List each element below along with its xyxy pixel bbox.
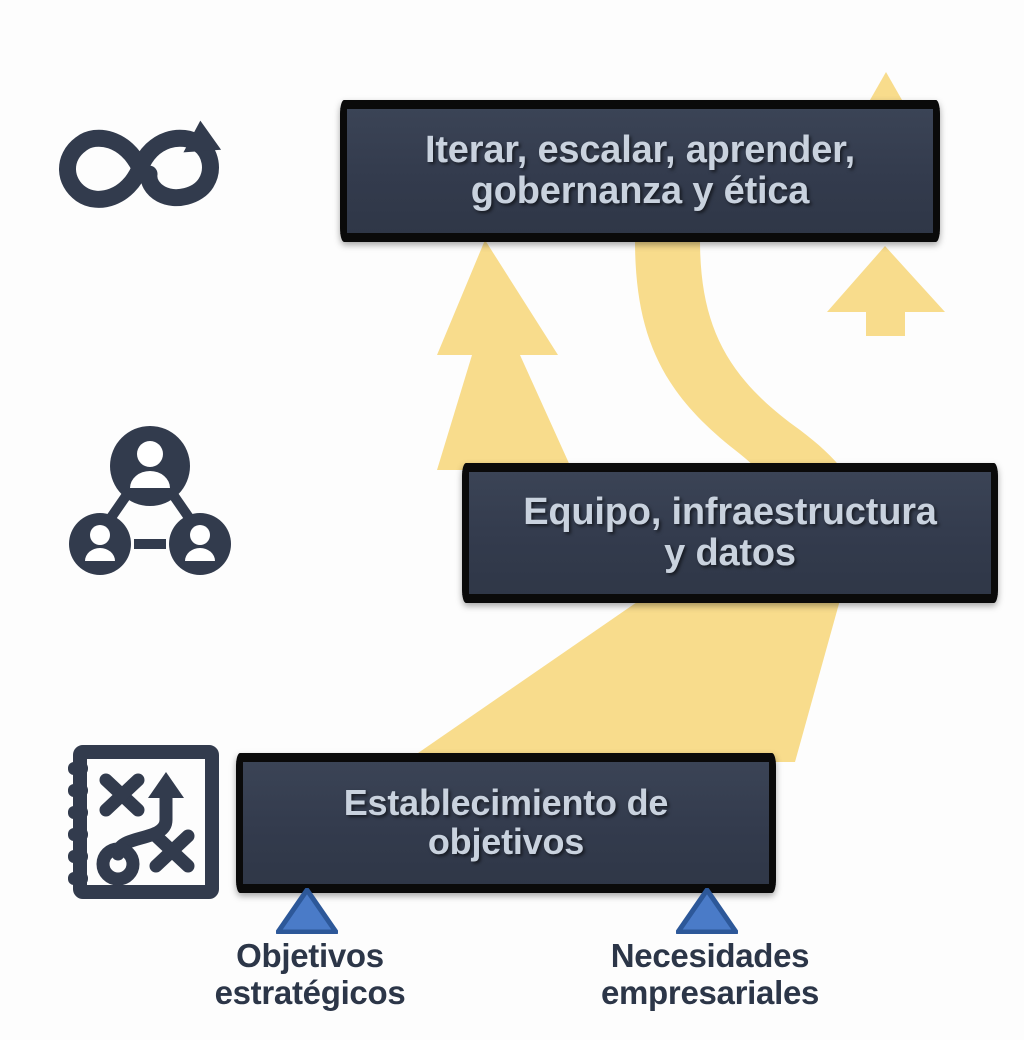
level-banner-middle[interactable]: Equipo, infraestructura y datos [462, 463, 998, 603]
input-marker-left-triangle [276, 888, 338, 934]
input-marker-right-triangle [676, 888, 738, 934]
playbook-frame [73, 745, 219, 899]
level-banner-top-line2: gobernanza y ética [470, 170, 810, 212]
level-banner-bottom-text: Establecimiento de objetivos [334, 784, 679, 861]
flow-top-arrow-tip [870, 72, 902, 100]
flow-top-out-arrow [827, 246, 945, 336]
flow-bottom-to-middle [405, 600, 840, 762]
level-banner-top-text: Iterar, escalar, aprender, gobernanza y … [415, 130, 865, 211]
playbook-x-top-2 [99, 773, 145, 817]
team-network-icon [64, 418, 236, 578]
playbook-circle [96, 842, 140, 886]
level-banner-middle-text: Equipo, infraestructura y datos [513, 492, 946, 573]
input-label-right-line1: Necesidades [610, 937, 810, 974]
input-label-right-line2: empresariales [600, 973, 820, 1011]
level-banner-bottom-line2: objetivos [427, 821, 585, 862]
level-banner-top[interactable]: Iterar, escalar, aprender, gobernanza y … [340, 100, 940, 242]
level-banner-top-line1: Iterar, escalar, aprender, [425, 129, 855, 172]
input-label-left-line2: estratégicos [214, 973, 406, 1011]
level-banner-middle-line2: y datos [664, 532, 796, 574]
infinity-loop-icon [48, 108, 240, 228]
input-label-left: Objetivos estratégicos [175, 937, 445, 1012]
team-person-left [69, 513, 131, 575]
playbook-arrowhead [148, 772, 184, 798]
level-banner-bottom-line1: Establecimiento de [343, 782, 669, 824]
level-banner-bottom[interactable]: Establecimiento de objetivos [236, 753, 776, 893]
strategy-playbook-icon [66, 742, 222, 900]
level-banner-middle-line1: Equipo, infraestructura [523, 491, 937, 534]
team-person-right [169, 513, 231, 575]
loop-arrowhead [183, 120, 222, 153]
flow-middle-to-top-chevron [437, 240, 572, 470]
team-person-top [110, 426, 190, 506]
input-label-left-line1: Objetivos [236, 937, 384, 974]
playbook-x-bottom-2 [149, 829, 195, 873]
input-label-right: Necesidades empresariales [570, 937, 850, 1012]
